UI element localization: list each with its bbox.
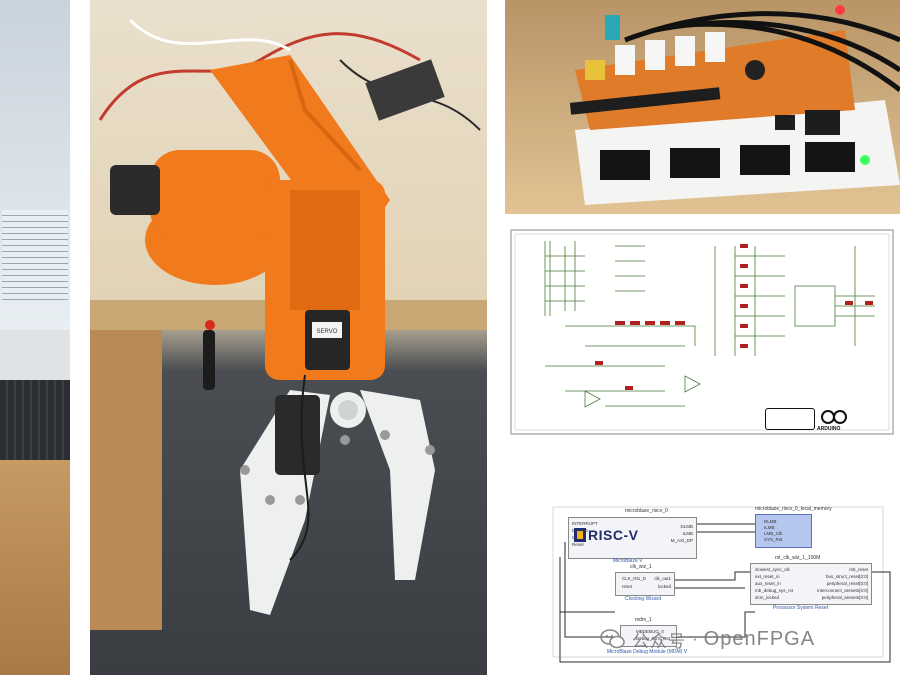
- vivado-block-design: microblaze_riscv_0 INTERRUPT DEBUG Clk R…: [505, 462, 900, 675]
- clk-wiz-block[interactable]: CLK_IN1_D reset clk_out1 locked: [615, 572, 675, 596]
- local-memory-instance-name: microblaze_riscv_0_local_memory: [755, 506, 832, 512]
- mb-port-dlmb: DLMB: [680, 524, 693, 529]
- mb-port-maxi: M_AXI_DP: [670, 538, 693, 543]
- rst-port-mbreset: mb_reset: [849, 567, 868, 572]
- schematic-drawing: [510, 229, 894, 435]
- mb-port-ilmb: ILMB: [682, 531, 693, 536]
- rst-port-interconnect: interconnect_aresetn[0:0]: [817, 588, 868, 593]
- mdm-instance-name: mdm_1: [635, 617, 652, 623]
- rst-port-bus: bus_struct_reset[0:0]: [825, 574, 868, 579]
- riscv-logo-accent: [577, 531, 583, 539]
- rst-port-periph-aresetn: peripheral_aresetn[0:0]: [821, 595, 868, 600]
- watermark-separator: ·: [692, 629, 698, 648]
- drawer-cabinet: [90, 330, 162, 630]
- watermark-text: 公众号: [632, 631, 686, 651]
- lm-port-sysrst: SYS_Rst: [764, 537, 783, 542]
- servo-label: SERVO: [317, 329, 338, 335]
- cw-port-reset: reset: [622, 584, 633, 589]
- robot-arm-illustration: SERVO: [98, 18, 481, 615]
- left-photo-monitor-desk: [0, 0, 70, 675]
- cw-port-clkin: CLK_IN1_D: [622, 576, 647, 581]
- robot-arm-photo: SERVO: [90, 0, 487, 675]
- cw-port-locked: locked: [657, 584, 671, 589]
- wechat-watermark: 公众号 · OpenFPGA: [600, 624, 815, 654]
- clkwiz-instance-name: clk_wiz_1: [630, 564, 652, 570]
- arduino-schematic: ARDUINO: [505, 226, 900, 438]
- rst-port-slowest: slowest_sync_clk: [755, 567, 790, 572]
- mdm-port-mbdebug: MBDEBUG_0: [636, 629, 664, 634]
- lm-port-dlmb: DLMB: [764, 519, 777, 524]
- rst-subtitle: Processor System Reset: [773, 605, 829, 611]
- arduino-badge-text: ARDUINO: [817, 426, 841, 432]
- proc-sys-reset-block[interactable]: slowest_sync_clk ext_reset_in aux_reset_…: [750, 563, 872, 605]
- mb-port-reset: Reset: [572, 542, 584, 547]
- local-memory-block[interactable]: DLMB ILMB LMB_Clk SYS_Rst: [755, 514, 812, 548]
- mdm-port-debugrst: Debug_SYS_Rst: [636, 636, 671, 641]
- microblaze-subtitle: MicroBlaze V: [613, 558, 643, 564]
- desk-surface: [0, 460, 70, 675]
- fpga-board-photo: [505, 0, 900, 214]
- microblaze-instance-name: microblaze_riscv_0: [625, 508, 668, 514]
- cw-port-clkout: clk_out1: [654, 576, 671, 581]
- lm-port-lmbclk: LMB_Clk: [764, 531, 783, 536]
- rst-port-ext: ext_reset_in: [755, 574, 780, 579]
- arduino-logo-icon: [821, 410, 847, 424]
- rst-port-mbdebug: mb_debug_sys_rst: [755, 588, 794, 593]
- board-illustration: [569, 5, 900, 205]
- wechat-icon: [600, 629, 625, 649]
- mdm-subtitle: MicroBlaze Debug Module (MDM) V: [607, 649, 688, 655]
- block-design-wires: [552, 506, 891, 663]
- monitor-text-lines: [2, 210, 68, 300]
- mdm-block[interactable]: MBDEBUG_0 Debug_SYS_Rst: [620, 625, 677, 647]
- microblaze-block[interactable]: INTERRUPT DEBUG Clk Reset DLMB ILMB M_AX…: [568, 517, 697, 559]
- rst-port-aux: aux_reset_in: [755, 581, 781, 586]
- riscv-logo-text: RISC-V: [588, 527, 639, 543]
- rst-port-dcm: dcm_locked: [755, 595, 780, 600]
- watermark-brand: OpenFPGA: [703, 627, 816, 650]
- mb-port-interrupt: INTERRUPT: [572, 521, 598, 526]
- clkwiz-subtitle: Clocking Wizard: [625, 596, 662, 602]
- keyboard: [0, 380, 70, 460]
- rst-port-periph: peripheral_reset[0:0]: [826, 581, 868, 586]
- rst-instance-name: rst_clk_wiz_1_100M: [775, 555, 821, 561]
- lm-port-ilmb: ILMB: [764, 525, 775, 530]
- cc-license-badge: [765, 408, 815, 430]
